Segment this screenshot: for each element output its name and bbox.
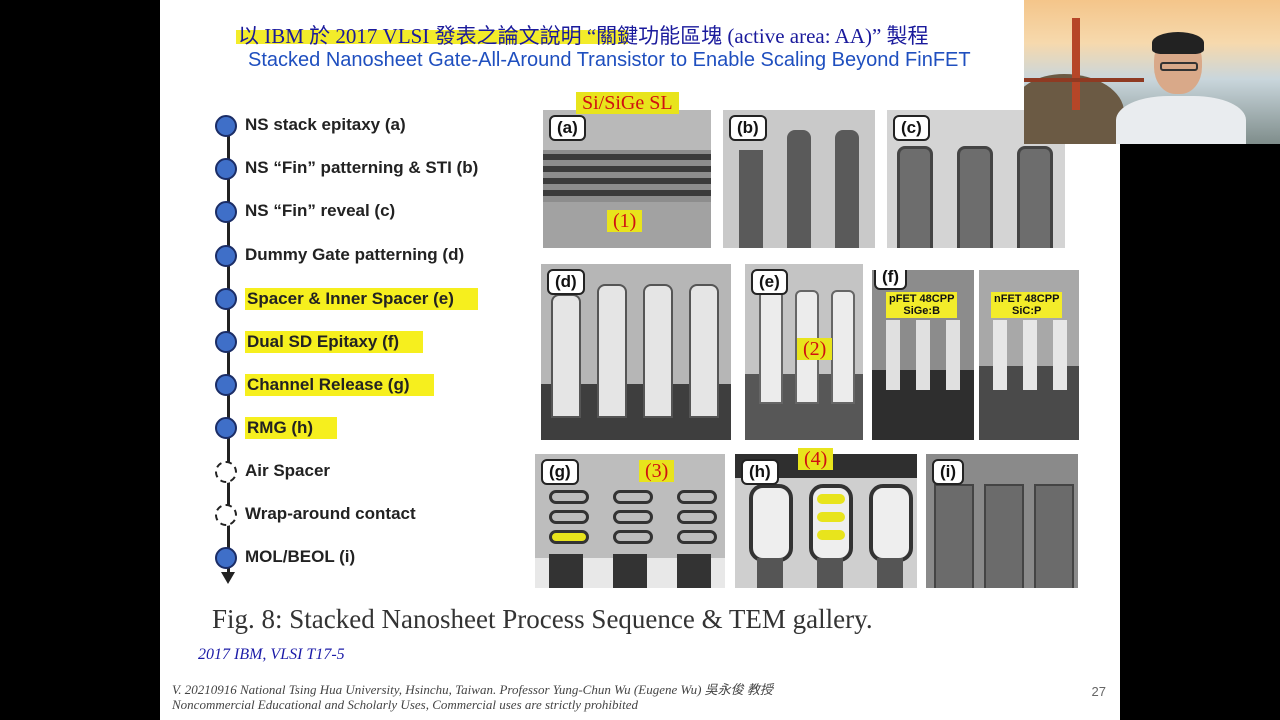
flow-step-label: Wrap-around contact	[245, 503, 416, 523]
flow-step: NS “Fin” reveal (c)	[215, 200, 535, 226]
flow-step: Air Spacer	[215, 460, 535, 486]
marker-2: (2)	[797, 338, 833, 361]
flow-step-label: NS stack epitaxy (a)	[245, 115, 406, 134]
flow-step: Dummy Gate patterning (d)	[215, 244, 535, 270]
tem-panel-d: (d)	[541, 264, 731, 440]
presenter-webcam	[1024, 0, 1280, 144]
slide: 以 IBM 於 2017 VLSI 發表之論文說明 “關鍵功能區塊 (activ…	[160, 0, 1120, 720]
panel-label-d: (d)	[547, 269, 585, 295]
flow-step: NS “Fin” patterning & STI (b)	[215, 157, 535, 183]
panel-label-g: (g)	[541, 459, 579, 485]
tem-panel-g: (g) (3)	[535, 454, 725, 588]
flow-arrow-icon	[221, 572, 235, 584]
dashed-circle-icon	[215, 503, 237, 526]
panel-label-e: (e)	[751, 269, 788, 295]
marker-3: (3)	[639, 460, 675, 483]
slide-title-chinese-text: 以 IBM 於 2017 VLSI 發表之論文說明 “關鍵功能區塊 (activ…	[238, 24, 929, 48]
flow-step: Channel Release (g)	[215, 373, 535, 399]
tem-panel-e: (e) (2)	[745, 264, 863, 440]
filled-circle-icon	[215, 331, 237, 353]
panel-label-h: (h)	[741, 459, 779, 485]
flow-step-label: Channel Release (g)	[245, 374, 434, 397]
tem-panel-i: (i)	[926, 454, 1078, 588]
marker-4: (4)	[798, 448, 834, 471]
presenter-body	[1116, 96, 1246, 144]
si-sige-annotation: Si/SiGe SL	[576, 92, 679, 115]
panel-label-b: (b)	[729, 115, 767, 141]
filled-circle-icon	[215, 374, 237, 397]
pfet-tag-line2: SiGe:B	[903, 305, 941, 317]
footer-credit: V. 20210916 National Tsing Hua Universit…	[172, 682, 773, 697]
slide-title-chinese: 以 IBM 於 2017 VLSI 發表之論文說明 “關鍵功能區塊 (activ…	[236, 20, 929, 50]
marker-1: (1)	[607, 210, 643, 233]
flow-step-label: RMG (h)	[245, 417, 338, 440]
pfet-tag: pFET 48CPP SiGe:B	[886, 292, 958, 318]
tem-panel-b: (b)	[723, 110, 875, 248]
filled-circle-icon	[215, 547, 237, 569]
presenter-hair	[1152, 32, 1204, 54]
flow-step-label: MOL/BEOL (i)	[245, 547, 356, 566]
bridge-deck	[1024, 78, 1144, 82]
panel-label-i: (i)	[932, 459, 965, 485]
panel-label-c: (c)	[893, 115, 930, 141]
tem-panel-h: (h)	[735, 454, 917, 588]
page-number: 27	[1091, 684, 1106, 699]
reference: 2017 IBM, VLSI T17-5	[198, 646, 345, 663]
filled-circle-icon	[215, 158, 237, 181]
figure-caption: Fig. 8: Stacked Nanosheet Process Sequen…	[212, 604, 873, 634]
flow-step: Dual SD Epitaxy (f)	[215, 330, 535, 356]
tem-panel-f-nfet: nFET 48CPP SiC:P	[979, 270, 1079, 440]
filled-circle-icon	[215, 201, 237, 224]
tem-panel-a: (a) (1)	[543, 110, 711, 248]
nfet-tag-line1: nFET 48CPP	[994, 293, 1060, 305]
panel-label-f: (f)	[874, 270, 907, 290]
presenter	[1116, 32, 1246, 144]
flow-step-label: Dual SD Epitaxy (f)	[245, 331, 424, 353]
process-flow: NS stack epitaxy (a) NS “Fin” patterning …	[160, 0, 520, 600]
glasses-icon	[1160, 62, 1198, 71]
flow-step: MOL/BEOL (i)	[215, 546, 535, 572]
flow-step: NS stack epitaxy (a)	[215, 114, 535, 140]
bridge-tower	[1072, 18, 1080, 110]
filled-circle-icon	[215, 115, 237, 137]
slide-title-english: Stacked Nanosheet Gate-All-Around Transi…	[248, 49, 971, 71]
title-highlight	[236, 30, 628, 44]
dashed-circle-icon	[215, 460, 237, 483]
flow-step-label: Dummy Gate patterning (d)	[245, 244, 465, 264]
tem-panel-c: (c)	[887, 110, 1065, 248]
filled-circle-icon	[215, 417, 237, 440]
flow-step-label: NS “Fin” patterning & STI (b)	[245, 158, 479, 178]
pfet-tag-line1: pFET 48CPP	[889, 293, 955, 305]
filled-circle-icon	[215, 287, 237, 310]
nfet-tag: nFET 48CPP SiC:P	[991, 292, 1063, 318]
flow-step: RMG (h)	[215, 416, 535, 442]
flow-step: Wrap-around contact	[215, 503, 535, 529]
flow-step-label: Air Spacer	[245, 460, 331, 480]
flow-step-label: Spacer & Inner Spacer (e)	[245, 287, 478, 310]
nfet-tag-line2: SiC:P	[1012, 305, 1042, 317]
flow-step: Spacer & Inner Spacer (e)	[215, 287, 535, 313]
panel-label-a: (a)	[549, 115, 586, 141]
tem-panel-f-pfet: (f) pFET 48CPP SiGe:B	[872, 270, 974, 440]
filled-circle-icon	[215, 244, 237, 267]
flow-step-label: NS “Fin” reveal (c)	[245, 201, 396, 221]
footer-license: Noncommercial Educational and Scholarly …	[172, 697, 639, 712]
